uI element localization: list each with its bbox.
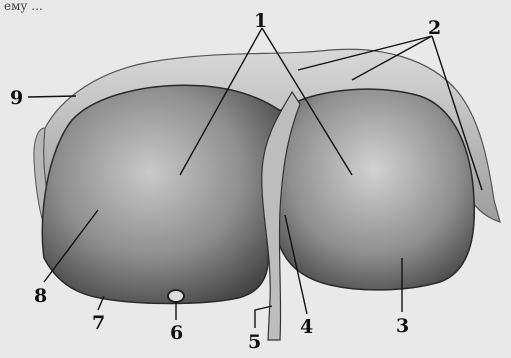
label-6: 6 xyxy=(170,322,183,344)
label-7: 7 xyxy=(92,312,105,334)
label-9: 9 xyxy=(10,87,23,109)
label-4: 4 xyxy=(300,316,313,338)
leader-9 xyxy=(28,96,76,97)
label-2: 2 xyxy=(428,17,441,39)
label-1: 1 xyxy=(254,10,267,32)
label-5: 5 xyxy=(248,331,261,353)
label-8: 8 xyxy=(34,285,47,307)
label-3: 3 xyxy=(396,315,409,337)
